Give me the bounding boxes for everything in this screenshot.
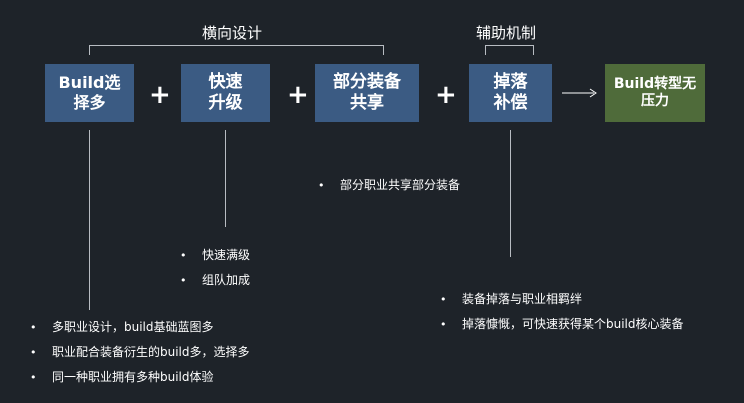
box-result: Build转型无 压力 bbox=[605, 64, 705, 122]
plus-operator-1: + bbox=[149, 80, 171, 110]
box-shared-gear-line1: 部分装备 bbox=[333, 71, 401, 92]
box-build-choice-line2: 择多 bbox=[73, 93, 106, 112]
box-drop-compensation-line2: 补偿 bbox=[493, 93, 528, 113]
note-fast-levelup-2: 组队加成 bbox=[180, 271, 250, 288]
box-shared-gear: 部分装备 共享 bbox=[315, 64, 419, 122]
box-result-line1: Build转型无 bbox=[613, 75, 697, 92]
connector-drop-compensation bbox=[510, 130, 511, 257]
note-fast-levelup-1: 快速满级 bbox=[180, 246, 250, 263]
connector-build-choice bbox=[89, 130, 90, 310]
box-fast-levelup: 快速 升级 bbox=[181, 64, 270, 122]
plus-operator-3: + bbox=[435, 80, 457, 110]
note-build-choice-2: 职业配合装备衍生的build多，选择多 bbox=[30, 343, 250, 360]
bracket-horizontal-design-left bbox=[89, 45, 90, 55]
note-drop-compensation-2: 掉落慷慨，可快速获得某个build核心装备 bbox=[440, 315, 684, 332]
note-build-choice-1: 多职业设计，build基础蓝图多 bbox=[30, 318, 214, 335]
right-arrow-icon bbox=[562, 88, 597, 98]
box-drop-compensation: 掉落 补偿 bbox=[469, 64, 552, 122]
bracket-label-support-mechanism: 辅助机制 bbox=[476, 24, 537, 42]
box-build-choice-line1: Build选 bbox=[58, 73, 121, 92]
bracket-horizontal-design-top bbox=[89, 45, 384, 46]
box-fast-levelup-line2: 升级 bbox=[208, 93, 243, 113]
box-result-line2: 压力 bbox=[640, 93, 669, 109]
note-shared-gear-1: 部分职业共享部分装备 bbox=[318, 176, 460, 193]
connector-fast-levelup bbox=[225, 130, 226, 227]
note-drop-compensation-1: 装备掉落与职业相羁绊 bbox=[440, 290, 582, 307]
bracket-support-mechanism-right bbox=[533, 45, 534, 55]
box-fast-levelup-line1: 快速 bbox=[208, 71, 243, 92]
bracket-label-horizontal-design: 横向设计 bbox=[202, 24, 263, 42]
box-build-choice: Build选 择多 bbox=[45, 64, 134, 122]
bracket-support-mechanism-top bbox=[485, 45, 534, 46]
bracket-horizontal-design-right bbox=[383, 45, 384, 55]
bracket-support-mechanism-left bbox=[485, 45, 486, 55]
box-drop-compensation-line1: 掉落 bbox=[493, 71, 528, 92]
plus-operator-2: + bbox=[287, 80, 309, 110]
box-shared-gear-line2: 共享 bbox=[350, 93, 384, 113]
note-build-choice-3: 同一种职业拥有多种build体验 bbox=[30, 368, 214, 385]
